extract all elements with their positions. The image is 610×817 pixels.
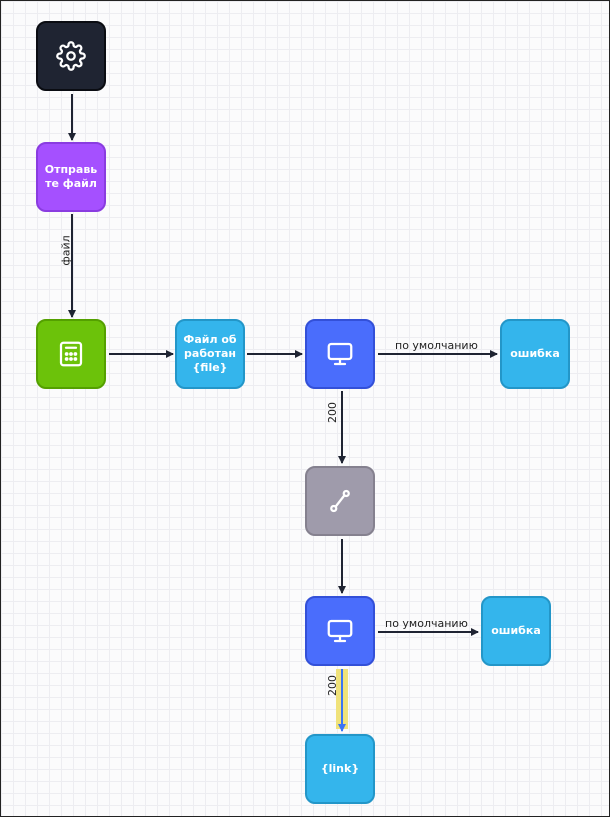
edge-label-default-1: по умолчанию — [395, 339, 478, 352]
file-processed-node[interactable]: Файл обработан {file} — [175, 319, 245, 389]
link-node[interactable]: {link} — [305, 734, 375, 804]
start-node[interactable] — [36, 21, 106, 91]
monitor-icon — [327, 342, 353, 366]
send-file-label: Отправьте файл — [44, 163, 98, 190]
branch-node[interactable] — [305, 466, 375, 536]
error-label-1: ошибка — [510, 347, 560, 360]
edge-label-default-2: по умолчанию — [385, 617, 468, 630]
calculator-icon — [59, 341, 83, 367]
route-icon — [330, 489, 350, 513]
monitor-icon — [327, 619, 353, 643]
link-label: {link} — [320, 762, 360, 775]
file-processed-label: Файл обработан {file} — [183, 333, 237, 374]
error-node-2[interactable]: ошибка — [481, 596, 551, 666]
edge-label-200-2: 200 — [326, 675, 339, 696]
send-file-node[interactable]: Отправьте файл — [36, 142, 106, 212]
calculator-node[interactable] — [36, 319, 106, 389]
error-label-2: ошибка — [491, 624, 541, 637]
edge-label-file: файл — [59, 235, 73, 266]
gear-icon — [56, 41, 86, 71]
request-node-1[interactable] — [305, 319, 375, 389]
error-node-1[interactable]: ошибка — [500, 319, 570, 389]
request-node-2[interactable] — [305, 596, 375, 666]
edge-label-200-1: 200 — [326, 402, 339, 423]
